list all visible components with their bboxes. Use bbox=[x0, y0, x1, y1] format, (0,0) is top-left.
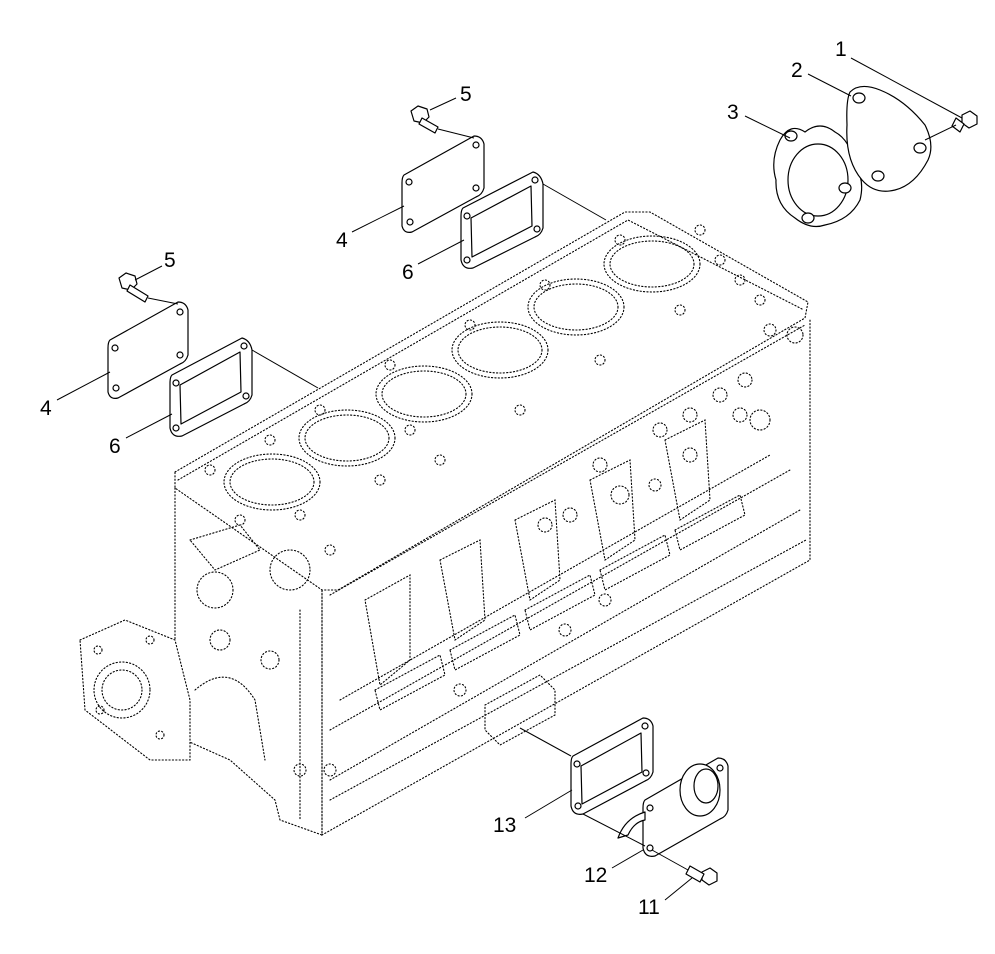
rear-bolt-1 bbox=[924, 110, 978, 141]
block-ribs bbox=[364, 419, 746, 711]
left-bolt-5 bbox=[118, 272, 179, 305]
lower-bolt-11 bbox=[651, 849, 718, 886]
callout-5a: 5 bbox=[164, 249, 176, 272]
callout-4a: 4 bbox=[40, 397, 52, 420]
lower-gasket-13 bbox=[519, 717, 654, 815]
cylinder-bores bbox=[223, 235, 701, 511]
front-flange bbox=[79, 524, 337, 777]
callout-12: 12 bbox=[584, 864, 607, 887]
callout-3: 3 bbox=[727, 101, 739, 124]
top-gasket-6 bbox=[460, 171, 607, 269]
rear-gasket-3 bbox=[773, 125, 863, 228]
callout-leaders bbox=[56, 57, 963, 901]
callout-5b: 5 bbox=[460, 83, 472, 106]
top-cover-4 bbox=[401, 135, 485, 233]
callout-6a: 6 bbox=[109, 435, 121, 458]
cylinder-block bbox=[79, 211, 811, 836]
callout-13: 13 bbox=[493, 814, 516, 837]
callout-1: 1 bbox=[835, 38, 847, 61]
callout-6b: 6 bbox=[402, 261, 414, 284]
callout-2: 2 bbox=[791, 59, 803, 82]
lower-cover-12 bbox=[582, 757, 729, 857]
callout-labels: 1 2 3 4 4 5 5 6 6 11 12 13 bbox=[40, 38, 847, 919]
callout-4b: 4 bbox=[336, 229, 348, 252]
top-bolt-5 bbox=[410, 105, 475, 139]
head-bolt-holes bbox=[204, 224, 766, 556]
callout-11: 11 bbox=[638, 896, 660, 919]
left-gasket-6 bbox=[169, 337, 319, 437]
block-bosses bbox=[453, 323, 804, 697]
left-cover-4 bbox=[107, 301, 189, 399]
rear-cover-2 bbox=[846, 85, 932, 192]
